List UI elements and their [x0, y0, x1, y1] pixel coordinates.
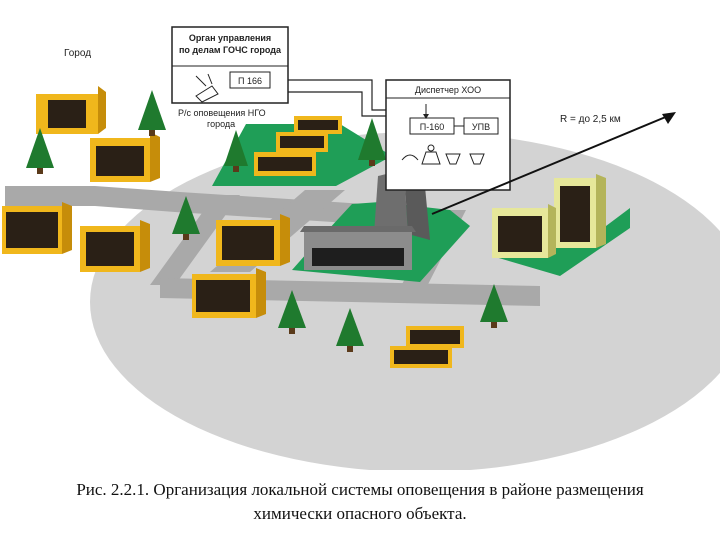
authority-title-line2: по делам ГОЧС города [179, 45, 282, 55]
connection-lines [288, 79, 386, 117]
caption-line-1: Рис. 2.2.1. Организация локальной систем… [76, 480, 644, 499]
building [192, 268, 266, 318]
tree [336, 308, 364, 352]
siren-icons [401, 144, 485, 165]
building [406, 326, 464, 348]
building [294, 116, 342, 134]
radius-label: R = до 2,5 км [560, 114, 621, 125]
uvv-label: УПВ [472, 122, 490, 132]
building [216, 214, 290, 266]
tree [278, 290, 306, 334]
tree [480, 284, 508, 328]
lot-right [492, 208, 630, 276]
caption-line-2: химически опасного объекта. [253, 504, 467, 523]
authority-box: Орган управления по делам ГОЧС города П … [171, 26, 289, 104]
authority-title-line1: Орган управления [189, 33, 271, 43]
figure-caption: Рис. 2.2.1. Организация локальной систем… [0, 478, 720, 526]
tree [224, 130, 248, 172]
tree [172, 196, 200, 240]
tree [138, 90, 166, 136]
building [80, 220, 150, 272]
radio-station-icon [195, 73, 219, 103]
building [492, 204, 556, 258]
diagram-canvas: Город Орган управления по делам ГОЧС гор… [2, 26, 720, 470]
tree [26, 128, 54, 174]
radio-station-label-line1: Р/с оповещения НГО [178, 108, 266, 118]
building [276, 132, 328, 152]
dispatcher-box: Диспетчер ХОО П-160 УПВ [385, 79, 511, 191]
city-label: Город [64, 48, 91, 59]
p166-unit [229, 71, 271, 89]
radius-arrow [431, 112, 676, 215]
p166-label: П 166 [238, 76, 262, 86]
building [554, 174, 606, 248]
p160-label: П-160 [420, 122, 444, 132]
building [390, 346, 452, 368]
building [36, 86, 106, 134]
tree [358, 118, 386, 166]
building [2, 202, 72, 254]
dispatcher-title: Диспетчер ХОО [415, 85, 481, 95]
radio-station-label-line2: города [207, 119, 235, 129]
building [254, 152, 316, 176]
trees [26, 90, 508, 352]
building [90, 132, 160, 182]
